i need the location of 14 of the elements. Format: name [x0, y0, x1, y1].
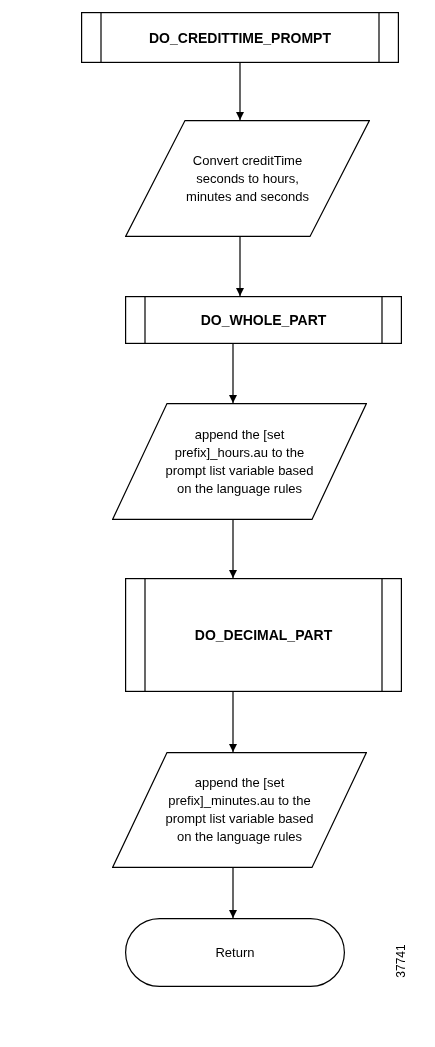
arrow	[229, 519, 237, 579]
figure-number: 37741	[393, 943, 409, 980]
arrow	[229, 867, 237, 919]
node-label: DO_WHOLE_PART	[200, 311, 327, 329]
node-label: append the [set prefix]_minutes.au to the prompt list variable based on the language rules	[164, 774, 315, 846]
node-label: Return	[215, 943, 255, 962]
node-label: DO_DECIMAL_PART	[194, 626, 333, 644]
arrow	[236, 62, 244, 121]
node-label: append the [set prefix]_hours.au to the prompt list variable based on the language rules	[164, 425, 315, 498]
arrow	[236, 236, 244, 297]
arrow	[229, 343, 237, 404]
node-label: DO_CREDITTIME_PROMPT	[149, 28, 331, 47]
arrow	[229, 691, 237, 753]
node-label: Convert creditTime seconds to hours, minutes and seconds	[185, 151, 310, 206]
